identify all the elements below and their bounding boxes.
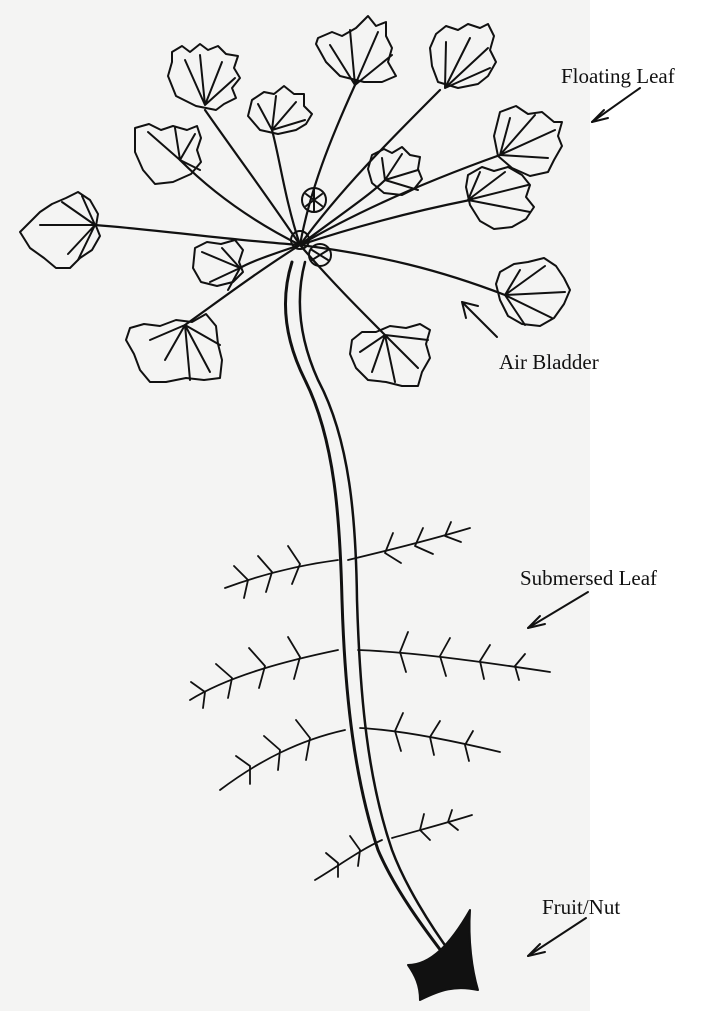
- floating-leaf-arrow: [592, 88, 640, 122]
- floating-leaf-3: [430, 24, 496, 88]
- floating-leaf-2: [316, 16, 396, 85]
- floating-leaf-1: [168, 44, 240, 110]
- floating-leaf-11: [126, 314, 222, 382]
- floating-leaf-5: [466, 167, 534, 229]
- submersed-leaf-2: [190, 632, 550, 708]
- floating-leaf-7: [248, 86, 312, 134]
- fruit-nut-arrow: [528, 918, 586, 956]
- floating-leaf-10: [193, 240, 243, 290]
- submersed-leaf-arrow: [528, 592, 588, 628]
- floating-leaf-label: Floating Leaf: [561, 64, 675, 89]
- air-bladder-label: Air Bladder: [499, 350, 599, 375]
- fruit-nut-shape: [408, 910, 478, 1000]
- air-bladder-arrow: [462, 302, 497, 337]
- submersed-leaf-label: Submersed Leaf: [520, 566, 657, 591]
- floating-leaf-4: [494, 106, 562, 176]
- submersed-leaf-4: [315, 810, 472, 880]
- fruit-nut-label: Fruit/Nut: [542, 895, 620, 920]
- floating-leaf-8: [135, 124, 201, 184]
- submersed-leaf-1: [225, 522, 470, 598]
- main-stem: [286, 262, 452, 960]
- floating-leaf-13: [496, 258, 570, 326]
- floating-leaf-9: [20, 192, 100, 268]
- floating-leaf-12: [350, 324, 430, 386]
